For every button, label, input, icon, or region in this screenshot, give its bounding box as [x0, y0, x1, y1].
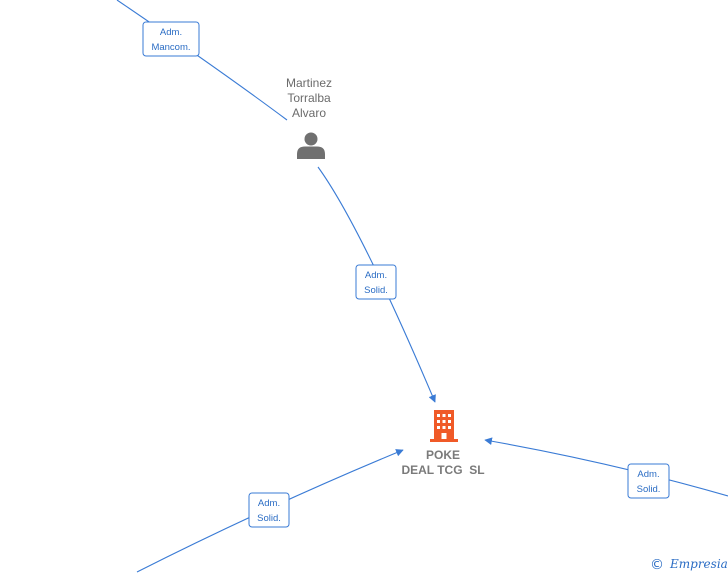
edge-label-line: Solid. [257, 513, 281, 524]
edge-right [484, 437, 728, 497]
edge-label-line: Solid. [637, 484, 661, 495]
edge-label-top-left[interactable]: Adm. Mancom. [142, 21, 200, 57]
company-node[interactable]: POKE DEAL TCG SL [401, 410, 485, 477]
building-icon [430, 410, 458, 442]
edge-label-line: Solid. [364, 285, 388, 296]
edge-label-right[interactable]: Adm. Solid. [627, 463, 670, 499]
person-name-line: Alvaro [292, 106, 326, 120]
person-name-line: Torralba [287, 91, 331, 105]
edge-label-line: Adm. [160, 27, 182, 38]
edge-top-left [116, 0, 288, 121]
edge-person-company [317, 166, 436, 403]
edge-label-line: Mancom. [151, 42, 190, 53]
edge-label-bottom-left[interactable]: Adm. Solid. [248, 492, 290, 528]
brand-logo-text: Empresia [669, 557, 728, 571]
person-node[interactable]: Martinez Torralba Alvaro [286, 76, 332, 159]
edge-label-person-company[interactable]: Adm. Solid. [355, 264, 397, 300]
edge-label-line: Adm. [637, 469, 659, 480]
copyright-symbol: © [650, 557, 664, 573]
edge-label-line: Adm. [258, 498, 280, 509]
company-name-line: POKE [426, 448, 460, 462]
footer-brand[interactable]: © Empresia [650, 557, 728, 573]
person-icon [297, 132, 325, 159]
person-name-line: Martinez [286, 76, 332, 90]
edge-label-line: Adm. [365, 270, 387, 281]
company-name-line: DEAL TCG SL [401, 463, 484, 477]
